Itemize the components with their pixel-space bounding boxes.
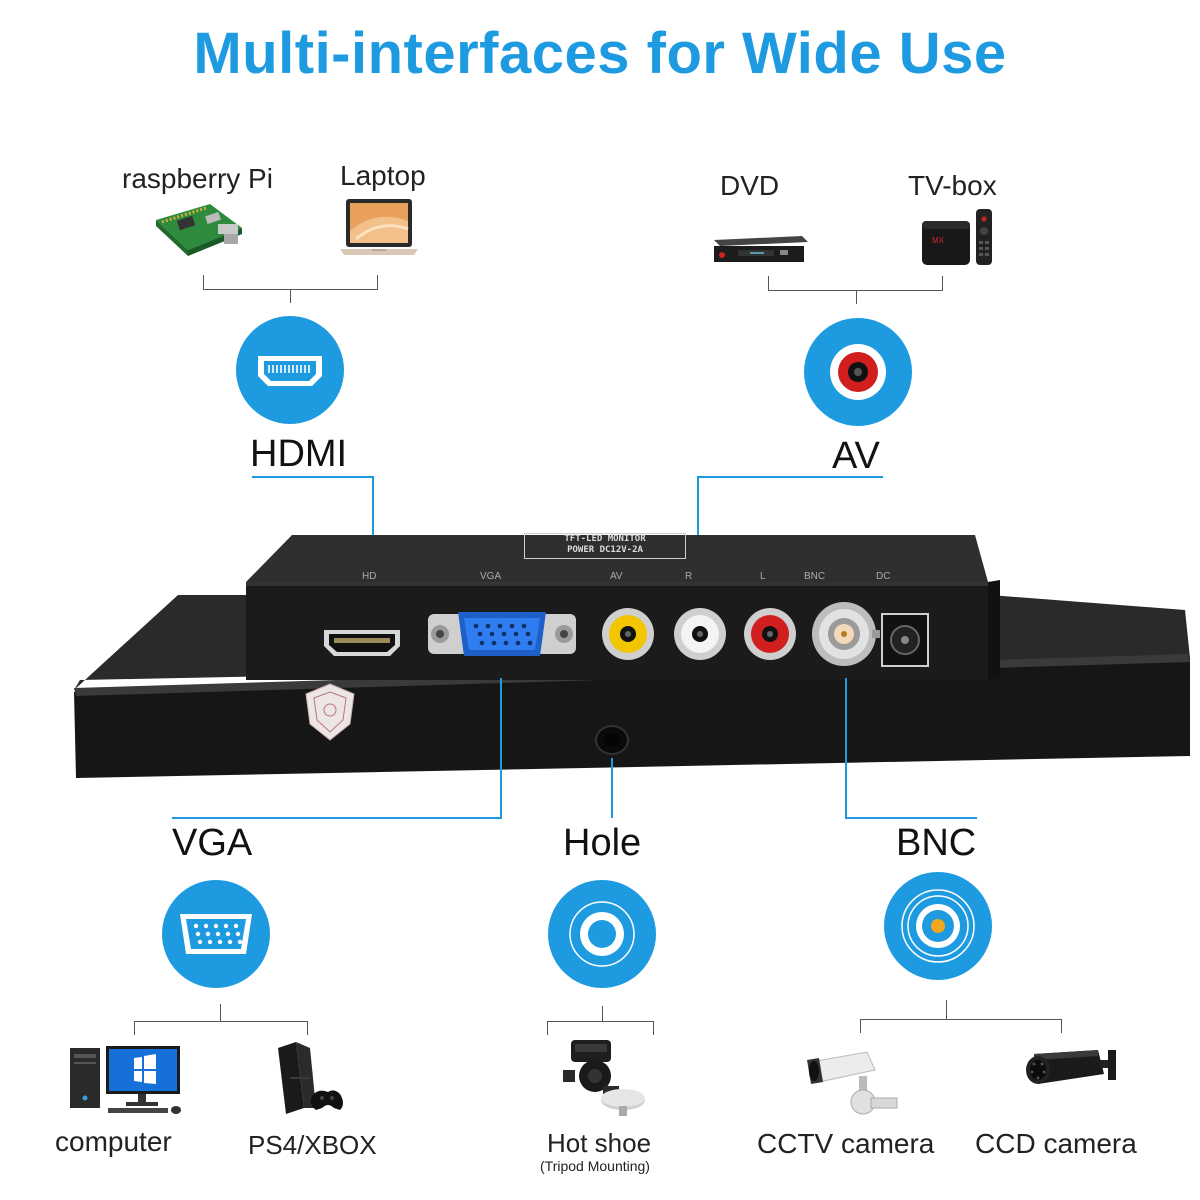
- power-spec-line2: POWER DC12V-2A: [567, 545, 643, 555]
- laptop-icon: [340, 199, 418, 255]
- port-label-vga: VGA: [172, 822, 253, 864]
- tv-box-icon: MX: [922, 209, 992, 265]
- hdmi-port: [324, 630, 400, 656]
- power-spec-line1: TFT-LED MONITOR: [564, 534, 646, 544]
- page-title: Multi-interfaces for Wide Use: [193, 21, 1007, 86]
- connector-line-vga: [172, 817, 502, 819]
- hot-shoe-icon: [563, 1040, 645, 1116]
- vga-port-icon: [162, 880, 270, 988]
- raspberry-pi-icon: [156, 204, 242, 256]
- power-spec-label: TFT-LED MONITOR POWER DC12V-2A: [524, 533, 686, 559]
- ccd-camera-icon: [1026, 1050, 1116, 1084]
- svg-text:MX: MX: [932, 236, 945, 245]
- dc-power-jack: [881, 613, 929, 667]
- bracket-tick: [377, 275, 378, 289]
- hdmi-port-icon: [236, 316, 344, 424]
- rca-port-yellow: [602, 608, 654, 660]
- bracket-tick: [203, 275, 204, 289]
- dvd-player-icon: [714, 236, 808, 262]
- bracket-tick: [547, 1021, 548, 1035]
- mount-hole-icon: [548, 880, 656, 988]
- device-label-cctv-camera: CCTV camera: [757, 1128, 935, 1159]
- bracket-line: [134, 1021, 308, 1022]
- panel-label-vga: VGA: [480, 571, 502, 582]
- connector-line-hole: [611, 758, 613, 818]
- panel-label-dc: DC: [876, 571, 891, 582]
- bracket-tick: [134, 1021, 135, 1035]
- panel-label-l: L: [760, 571, 766, 582]
- bracket-tick: [1061, 1019, 1062, 1033]
- port-label-hole: Hole: [563, 822, 642, 864]
- bracket-tick: [860, 1019, 861, 1033]
- panel-label-hd: HD: [362, 571, 377, 582]
- computer-icon: [70, 1046, 181, 1114]
- cctv-camera-icon: [807, 1051, 898, 1115]
- vga-port: [428, 612, 576, 656]
- bracket-stem: [946, 1000, 947, 1020]
- bracket-line: [860, 1019, 1062, 1020]
- bracket-stem: [290, 289, 291, 303]
- mounting-hole: [595, 725, 629, 755]
- panel-label-bnc: BNC: [804, 571, 826, 582]
- connector-line-av: [697, 476, 883, 478]
- bracket-tick: [942, 276, 943, 290]
- bracket-line: [547, 1021, 654, 1022]
- bracket-tick: [653, 1021, 654, 1035]
- rca-port-red: [744, 608, 796, 660]
- device-label-laptop: Laptop: [340, 160, 426, 191]
- connector-line-hdmi: [372, 476, 374, 571]
- port-label-av: AV: [832, 435, 880, 477]
- device-label-tv-box: TV-box: [908, 170, 997, 201]
- device-label-ccd-camera: CCD camera: [975, 1128, 1137, 1159]
- warranty-sticker-icon: [305, 683, 355, 741]
- bracket-stem: [856, 290, 857, 304]
- bracket-tick: [307, 1021, 308, 1035]
- bracket-line: [768, 290, 943, 291]
- panel-label-av: AV: [610, 571, 623, 582]
- connector-line-av: [697, 476, 699, 573]
- game-console-icon: [278, 1042, 343, 1114]
- bnc-port: [812, 602, 880, 666]
- bracket-stem: [602, 1006, 603, 1022]
- panel-label-r: R: [685, 571, 693, 582]
- connector-line-bnc: [845, 678, 847, 818]
- rca-port-white: [674, 608, 726, 660]
- connector-line-vga: [500, 678, 502, 818]
- device-note-tripod-mounting: (Tripod Mounting): [540, 1158, 650, 1174]
- port-label-hdmi: HDMI: [250, 433, 348, 475]
- bnc-port-icon: [884, 872, 992, 980]
- device-label-raspberry-pi: raspberry Pi: [122, 163, 273, 194]
- bracket-stem: [220, 1004, 221, 1022]
- connector-line-bnc: [845, 817, 977, 819]
- device-label-ps4-xbox: PS4/XBOX: [248, 1130, 377, 1160]
- device-label-dvd: DVD: [720, 170, 780, 201]
- rca-port-icon: [804, 318, 912, 426]
- connector-line-hdmi: [252, 476, 374, 478]
- port-label-bnc: BNC: [896, 822, 977, 864]
- device-label-computer: computer: [55, 1126, 172, 1157]
- bracket-tick: [768, 276, 769, 290]
- device-label-hot-shoe: Hot shoe: [547, 1128, 652, 1158]
